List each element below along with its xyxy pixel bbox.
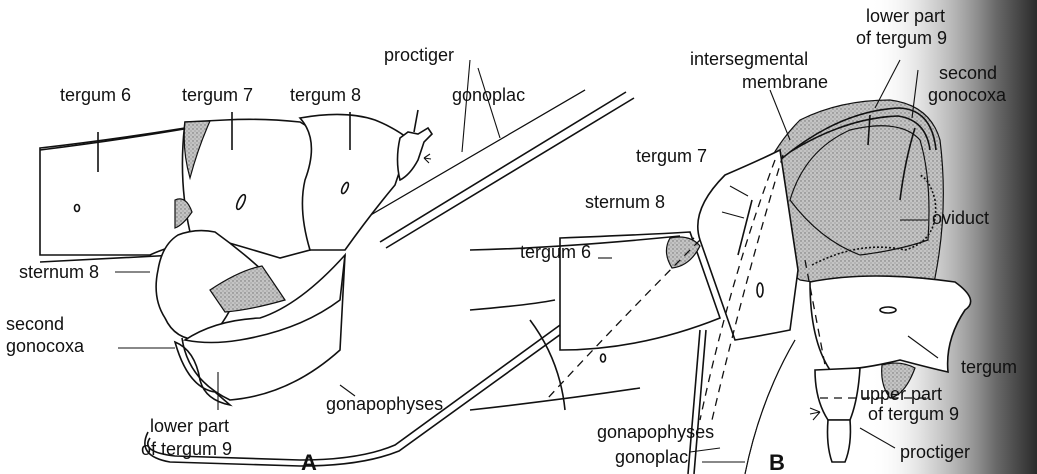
label-upper-tergum-9-b-line1: upper part [860,384,942,404]
label-lower-tergum-9-b-line2: of tergum 9 [856,28,947,48]
panel-letter-b: B [769,450,785,474]
gonapophyses-b [688,330,700,474]
upper-tergum-9-b [815,368,860,420]
label-lower-tergum-9-a-line2: of tergum 9 [141,439,232,459]
label-tergum-6-a: tergum 6 [60,85,131,105]
label-sternum-8-a: sternum 8 [19,262,99,282]
label-second-gonocoxa-b-line1: second [939,63,997,83]
label-tergum-6-b: tergum 6 [520,242,591,262]
label-second-gonocoxa-a-line1: second [6,314,64,334]
tergum-b [810,276,971,372]
label-gonoplac-a: gonoplac [452,85,525,105]
label-gonoplac-b: gonoplac [615,447,688,467]
label-tergum-7-a: tergum 7 [182,85,253,105]
label-tergum-b: tergum [961,357,1017,377]
label-intersegmental-b-line1: intersegmental [690,49,808,69]
label-tergum-8-a: tergum 8 [290,85,361,105]
proctiger-b [828,420,851,462]
label-tergum-7-b: tergum 7 [636,146,707,166]
label-second-gonocoxa-b-line2: gonocoxa [928,85,1007,105]
label-lower-tergum-9-a-line1: lower part [150,416,229,436]
label-upper-tergum-9-b-line2: of tergum 9 [868,404,959,424]
label-proctiger-a: proctiger [384,45,454,65]
proctiger-a [398,128,433,180]
panel-letter-a: A [301,450,317,474]
tergum-8-a [300,114,410,250]
label-gonapophyses-b: gonapophyses [597,422,714,442]
label-gonapophyses-a: gonapophyses [326,394,443,414]
label-lower-tergum-9-b-line1: lower part [866,6,945,26]
label-intersegmental-b-line2: membrane [742,72,828,92]
label-oviduct-b: oviduct [932,208,989,228]
label-sternum-8-b: sternum 8 [585,192,665,212]
label-second-gonocoxa-a-line2: gonocoxa [6,336,85,356]
label-proctiger-b: proctiger [900,442,970,462]
